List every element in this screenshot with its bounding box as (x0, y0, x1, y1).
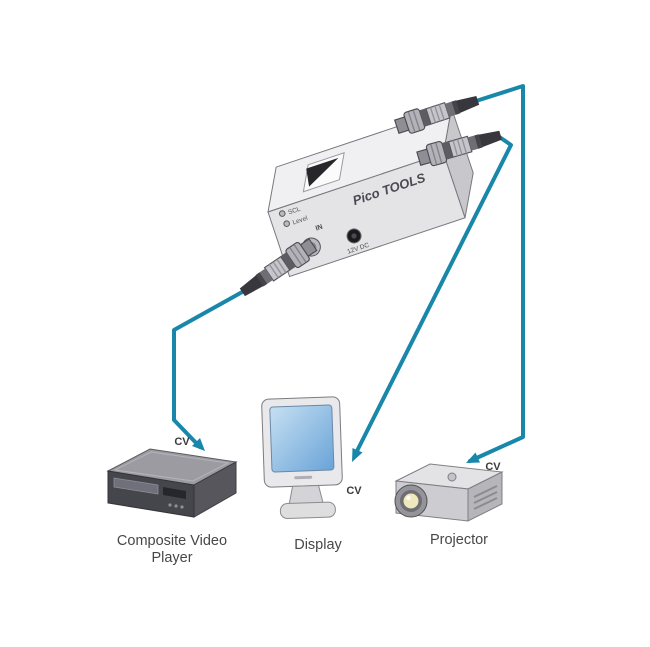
player-button (174, 504, 178, 508)
cable-player-to-input (172, 289, 246, 449)
player-display-window (163, 487, 186, 499)
power-jack-pin (351, 233, 357, 239)
level-trimmer (283, 220, 290, 227)
projector-lens-highlight (406, 495, 411, 501)
player-button (180, 505, 184, 509)
scl-label: SCL (287, 206, 302, 217)
monitor-neck (288, 484, 324, 506)
cable-out1-to-projector (468, 84, 525, 463)
arrow-into-player (192, 438, 205, 451)
projector (394, 463, 504, 522)
signal-arrows (192, 438, 480, 463)
brand-logo-icon (306, 157, 339, 187)
projector-vent (473, 485, 498, 498)
cv-label-projector: CV (485, 461, 501, 473)
scl-trimmer (278, 210, 286, 217)
projector-vent (473, 491, 498, 504)
player-label-line2: Player (151, 550, 192, 566)
projector-control-dial (447, 472, 457, 482)
player-button (168, 503, 172, 507)
cv-label-player: CV (174, 436, 190, 448)
projector-label: Projector (430, 532, 488, 548)
arrow-into-projector (466, 452, 480, 463)
display-monitor (261, 396, 343, 520)
player-cassette-slot (113, 477, 159, 495)
arrow-into-display (352, 448, 363, 462)
display-label: Display (294, 537, 342, 553)
player-top-panel-line (113, 451, 230, 482)
monitor-logo-strip (294, 475, 313, 480)
projector-vent (473, 497, 498, 510)
signal-cables (172, 84, 525, 463)
labels: CV CV CV Composite Video Player Display … (117, 436, 501, 566)
player-label-line1: Composite Video (117, 533, 227, 549)
projector-lens-glass (403, 493, 419, 509)
level-label: Level (292, 215, 309, 227)
display-screen (269, 404, 335, 473)
monitor-base (279, 501, 336, 520)
cv-label-display: CV (346, 485, 362, 497)
cable-out2-to-display (355, 134, 513, 453)
input-label: IN (315, 224, 324, 233)
composite-video-player (106, 448, 238, 518)
